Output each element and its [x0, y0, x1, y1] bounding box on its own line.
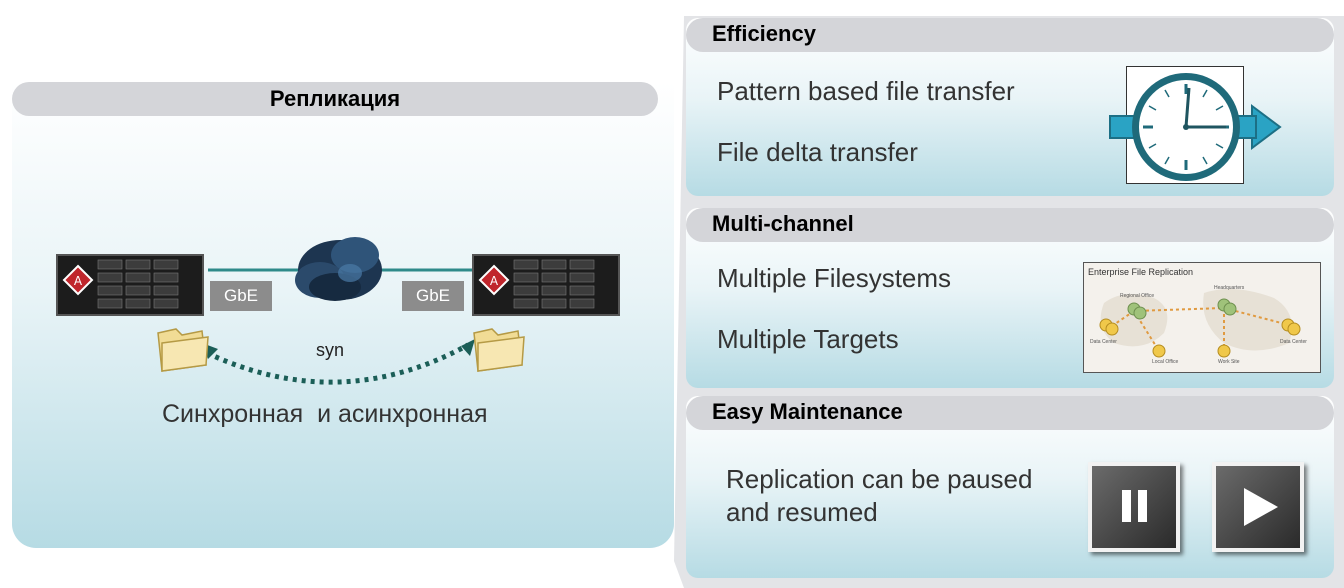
sync-arrow-right: [461, 339, 475, 356]
replication-map-image: Enterprise File Replication Regional Off…: [1083, 262, 1321, 373]
multichannel-title: Multi-channel: [686, 208, 1334, 242]
play-button[interactable]: [1212, 462, 1304, 552]
maintenance-item-2: and resumed: [726, 497, 878, 527]
map-label-data-center-right: Data Center: [1280, 339, 1307, 345]
map-title: Enterprise File Replication: [1088, 267, 1194, 277]
map-label-work-site: Work Site: [1218, 359, 1240, 365]
folder-icon-left: [157, 328, 209, 372]
replication-diagram: [157, 237, 525, 385]
efficiency-item-2: File delta transfer: [717, 137, 918, 167]
multichannel-item-1: Multiple Filesystems: [717, 263, 952, 293]
efficiency-item-1: Pattern based file transfer: [717, 76, 1015, 106]
sync-arc: [205, 342, 470, 385]
map-label-local-office: Local Office: [1152, 359, 1179, 365]
map-label-data-center-left: Data Center: [1090, 339, 1117, 345]
replication-caption: Синхронная и асинхронная: [162, 400, 488, 428]
maintenance-title: Easy Maintenance: [686, 396, 1334, 430]
world-map-graphic: [1099, 289, 1301, 358]
efficiency-title: Efficiency: [686, 18, 1334, 52]
pause-icon: [1122, 490, 1147, 522]
folder-icon-right: [473, 328, 525, 372]
play-icon: [1244, 488, 1278, 526]
maintenance-item-1: Replication can be paused: [726, 464, 1033, 494]
gbe-label-left: GbE: [210, 281, 272, 311]
map-label-regional-office: Regional Office: [1120, 293, 1155, 299]
gbe-label-right: GbE: [402, 281, 464, 311]
pause-button[interactable]: [1088, 462, 1180, 552]
map-label-headquarters: Headquarters: [1214, 285, 1245, 291]
storage-server-right: A: [472, 254, 620, 316]
network-cloud-icon: [295, 237, 382, 301]
clock-arrow-icon: [1109, 73, 1282, 181]
svg-text:A: A: [490, 274, 499, 288]
replication-title: Репликация: [12, 82, 658, 116]
storage-server-left: A: [56, 254, 204, 316]
sync-label: syn: [316, 340, 345, 360]
multichannel-item-2: Multiple Targets: [717, 324, 899, 354]
svg-text:A: A: [74, 274, 83, 288]
